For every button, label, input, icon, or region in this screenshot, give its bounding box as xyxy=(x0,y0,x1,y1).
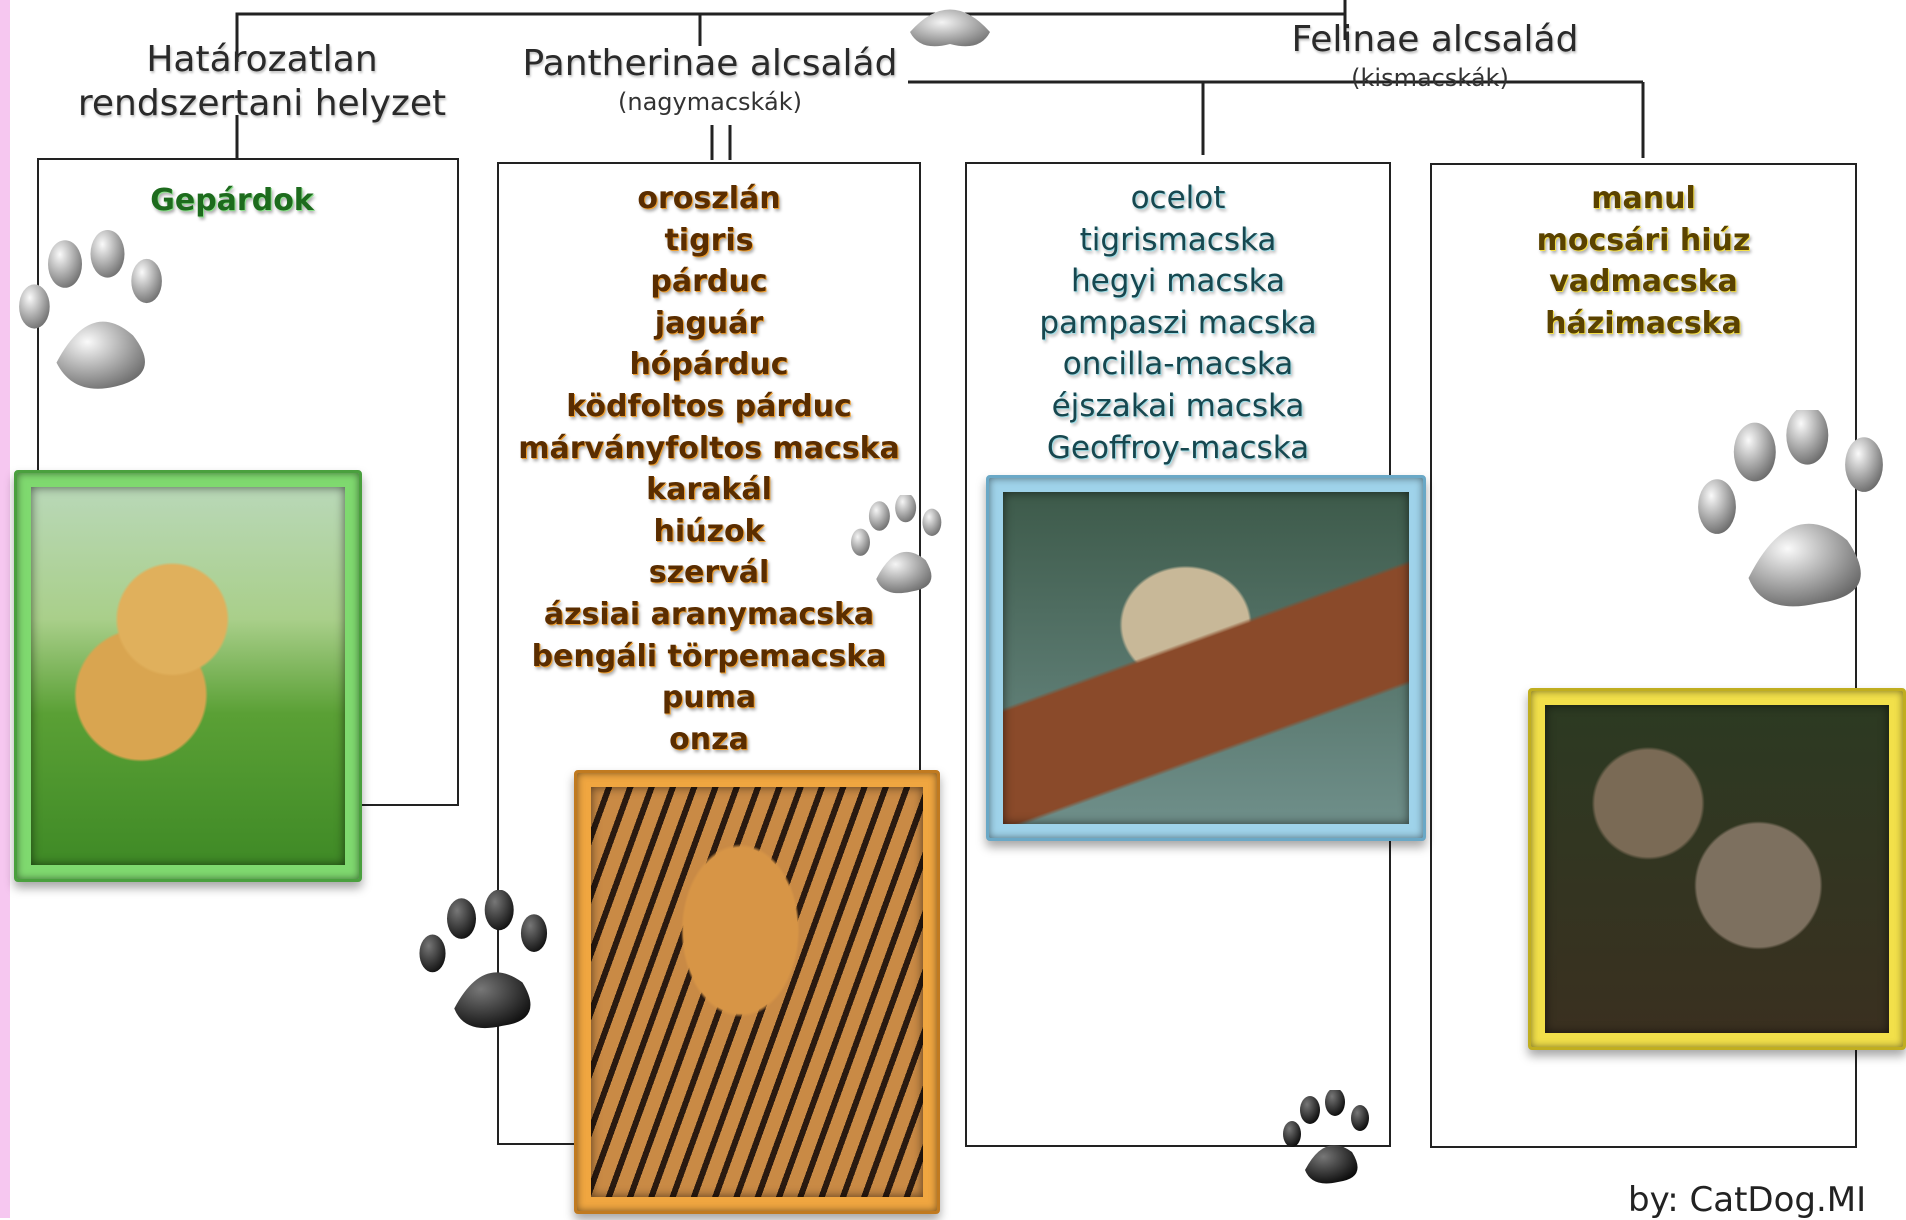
cheetah-photo xyxy=(14,470,362,882)
cheetahs-species-list: Gepárdok xyxy=(37,180,427,222)
title-line-1: Határozatlan xyxy=(52,38,472,82)
species-item: Gepárdok xyxy=(37,180,427,222)
species-item: házimacska xyxy=(1430,303,1857,345)
paw-print-icon xyxy=(418,890,563,1040)
species-item: párduc xyxy=(497,261,921,303)
species-item: márványfoltos macska xyxy=(497,428,921,470)
species-item: hegyi macska xyxy=(965,261,1391,303)
species-item: Geoffroy-macska xyxy=(965,428,1391,470)
species-item: tigris xyxy=(497,220,921,262)
species-item: jaguár xyxy=(497,303,921,345)
species-item: ázsiai aranymacska xyxy=(497,594,921,636)
credit-text: by: CatDog.MI xyxy=(1628,1180,1866,1220)
species-item: puma xyxy=(497,677,921,719)
pantherinae-group-title: Pantherinae alcsalád xyxy=(505,42,915,86)
felinae-group-subtitle: (kismacskák) xyxy=(1300,64,1560,92)
species-item: bengáli törpemacska xyxy=(497,636,921,678)
felinae-group-title: Felinae alcsalád xyxy=(1265,18,1605,62)
species-item: ocelot xyxy=(965,178,1391,220)
species-item: oncilla-macska xyxy=(965,344,1391,386)
species-item: onza xyxy=(497,719,921,761)
small-cats-2-species-list: manul mocsári hiúz vadmacska házimacska xyxy=(1430,178,1857,344)
ocelot-photo xyxy=(986,475,1426,841)
species-item: vadmacska xyxy=(1430,261,1857,303)
paw-print-icon xyxy=(1696,410,1906,620)
species-item: éjszakai macska xyxy=(965,386,1391,428)
species-item: pampaszi macska xyxy=(965,303,1391,345)
paw-print-icon xyxy=(1280,1090,1380,1190)
species-item: ködfoltos párduc xyxy=(497,386,921,428)
pantherinae-group-subtitle: (nagymacskák) xyxy=(560,88,860,116)
species-item: manul xyxy=(1430,178,1857,220)
species-item: tigrismacska xyxy=(965,220,1391,262)
species-item: hópárduc xyxy=(497,344,921,386)
big-cats-species-list: oroszlán tigris párduc jaguár hópárduc k… xyxy=(497,178,921,760)
wildcat-kittens-photo xyxy=(1528,688,1906,1050)
paw-print-icon xyxy=(14,230,184,400)
species-item: oroszlán xyxy=(497,178,921,220)
tiger-photo xyxy=(574,770,940,1214)
small-cats-1-species-list: ocelot tigrismacska hegyi macska pampasz… xyxy=(965,178,1391,469)
title-line-2: rendszertani helyzet xyxy=(52,82,472,126)
paw-print-icon xyxy=(850,495,955,600)
species-item: mocsári hiúz xyxy=(1430,220,1857,262)
undetermined-group-title: Határozatlan rendszertani helyzet xyxy=(52,38,472,126)
